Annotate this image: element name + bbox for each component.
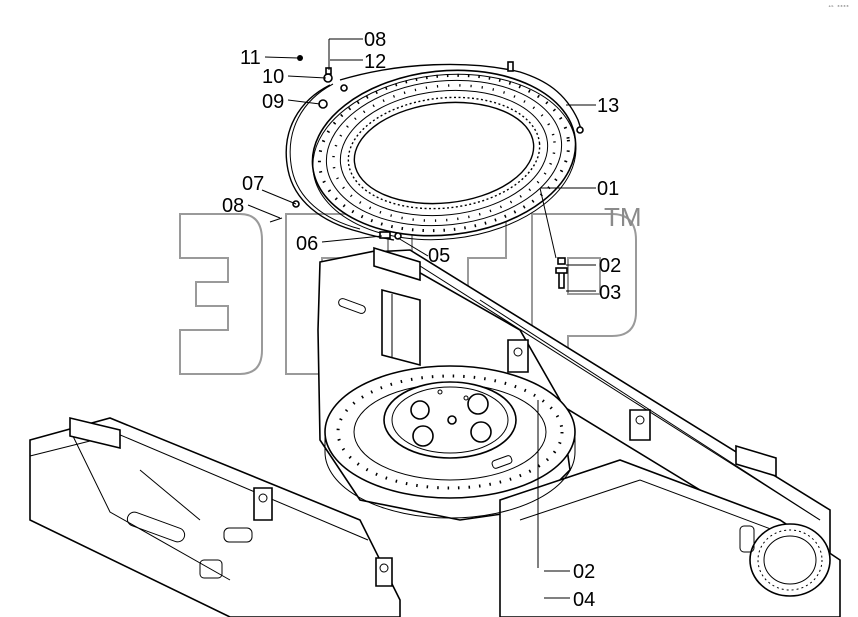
callout-01: 01	[597, 178, 619, 200]
callout-06: 06	[296, 233, 318, 255]
callout-10: 10	[262, 66, 284, 88]
callout-05: 05	[428, 245, 450, 267]
callout-09: 09	[262, 91, 284, 113]
slewing-ring-bearing	[311, 69, 577, 241]
callout-11: 11	[240, 47, 261, 69]
hose-fitting	[576, 126, 584, 134]
callout-08-lower: 08	[222, 195, 244, 217]
leader-lines	[247, 38, 596, 599]
corner-mark: ᵃᵇ ⁰⁰⁰⁰	[828, 5, 849, 11]
callout-08: 08	[364, 29, 386, 51]
turntable-mount	[324, 365, 576, 519]
lubrication-hose	[285, 84, 395, 241]
bolt-set-upper	[555, 257, 568, 289]
callout-03: 03	[599, 282, 621, 304]
watermark-trademark: TM	[604, 202, 642, 232]
callout-07: 07	[242, 173, 264, 195]
callout-13: 13	[597, 95, 619, 117]
grease-fittings	[269, 55, 514, 240]
callout-02-upper: 02	[599, 255, 621, 277]
callout-labels: 08 12 11 10 09 13 01 07 08 06 05 02 03 0…	[222, 29, 621, 611]
callout-04: 04	[573, 589, 595, 611]
callout-12: 12	[364, 51, 386, 73]
callout-02-lower: 02	[573, 561, 595, 583]
